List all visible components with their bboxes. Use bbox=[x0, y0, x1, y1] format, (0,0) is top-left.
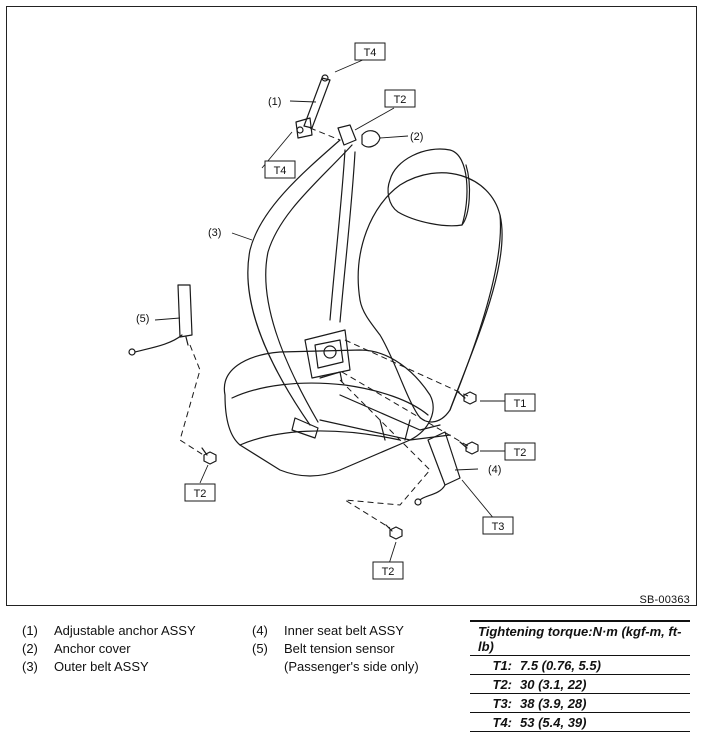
tag-t4-top: T4 bbox=[354, 42, 386, 61]
tag-t2-bottom: T2 bbox=[372, 561, 404, 580]
legend-item-2: (2)Anchor cover bbox=[22, 641, 131, 656]
tag-t2-left: T2 bbox=[184, 483, 216, 502]
svg-text:T2: T2 bbox=[194, 488, 207, 500]
legend-right: (4)Inner seat belt ASSY (5)Belt tension … bbox=[252, 622, 419, 676]
figure-code: SB-00363 bbox=[639, 594, 690, 606]
bolt-t2-left bbox=[201, 447, 217, 465]
seat-cushion bbox=[223, 349, 434, 477]
torque-row-t1: T1:7.5 (0.76, 5.5) bbox=[470, 656, 690, 675]
tag-t1: T1 bbox=[504, 393, 536, 412]
retractor bbox=[304, 329, 351, 379]
svg-text:T2: T2 bbox=[394, 94, 407, 106]
bolt-t2-right bbox=[459, 441, 479, 455]
callout-5: (5) bbox=[136, 313, 149, 325]
callout-2: (2) bbox=[410, 131, 423, 143]
svg-text:T2: T2 bbox=[382, 566, 395, 578]
legend-item-5-note: (Passenger's side only) bbox=[284, 659, 419, 674]
legend-item-1: (1)Adjustable anchor ASSY bbox=[22, 623, 196, 638]
diagram-frame bbox=[6, 6, 697, 606]
svg-text:T4: T4 bbox=[364, 47, 377, 59]
svg-text:T1: T1 bbox=[514, 398, 527, 410]
inner-seat-belt bbox=[427, 431, 461, 486]
outer-belt-webbing bbox=[247, 139, 341, 426]
anchor-cover bbox=[361, 130, 381, 148]
svg-text:T3: T3 bbox=[492, 521, 505, 533]
torque-table-heading: Tightening torque:N·m (kgf-m, ft-lb) bbox=[470, 620, 690, 656]
legend-item-5: (5)Belt tension sensor bbox=[252, 641, 395, 656]
seat-belt-diagram: T4 T2 T4 T1 T2 T2 T3 T2 (1) (2) (3) (4) … bbox=[128, 42, 536, 580]
seat-headrest bbox=[387, 148, 468, 227]
seat-backrest bbox=[357, 172, 503, 423]
tag-t2-right: T2 bbox=[504, 442, 536, 461]
callout-4: (4) bbox=[488, 464, 501, 476]
tag-t4-left: T4 bbox=[264, 160, 296, 179]
torque-row-t2: T2:30 (3.1, 22) bbox=[470, 675, 690, 694]
torque-row-t4: T4:53 (5.4, 39) bbox=[470, 713, 690, 732]
belt-tension-sensor bbox=[177, 284, 193, 338]
legend-item-3: (3)Outer belt ASSY bbox=[22, 659, 149, 674]
legend-item-4: (4)Inner seat belt ASSY bbox=[252, 623, 404, 638]
torque-table: Tightening torque:N·m (kgf-m, ft-lb) T1:… bbox=[470, 620, 690, 732]
bolt-t2-bottom bbox=[385, 524, 403, 540]
svg-text:T2: T2 bbox=[514, 447, 527, 459]
torque-row-t3: T3:38 (3.9, 28) bbox=[470, 694, 690, 713]
callout-3: (3) bbox=[208, 227, 221, 239]
tag-t3: T3 bbox=[482, 516, 514, 535]
svg-text:T4: T4 bbox=[274, 165, 287, 177]
callout-1: (1) bbox=[268, 96, 281, 108]
tag-t2-top: T2 bbox=[384, 89, 416, 108]
legend-left: (1)Adjustable anchor ASSY (2)Anchor cove… bbox=[22, 622, 196, 676]
seat-rail bbox=[319, 394, 451, 441]
bolt-t1 bbox=[457, 391, 477, 405]
